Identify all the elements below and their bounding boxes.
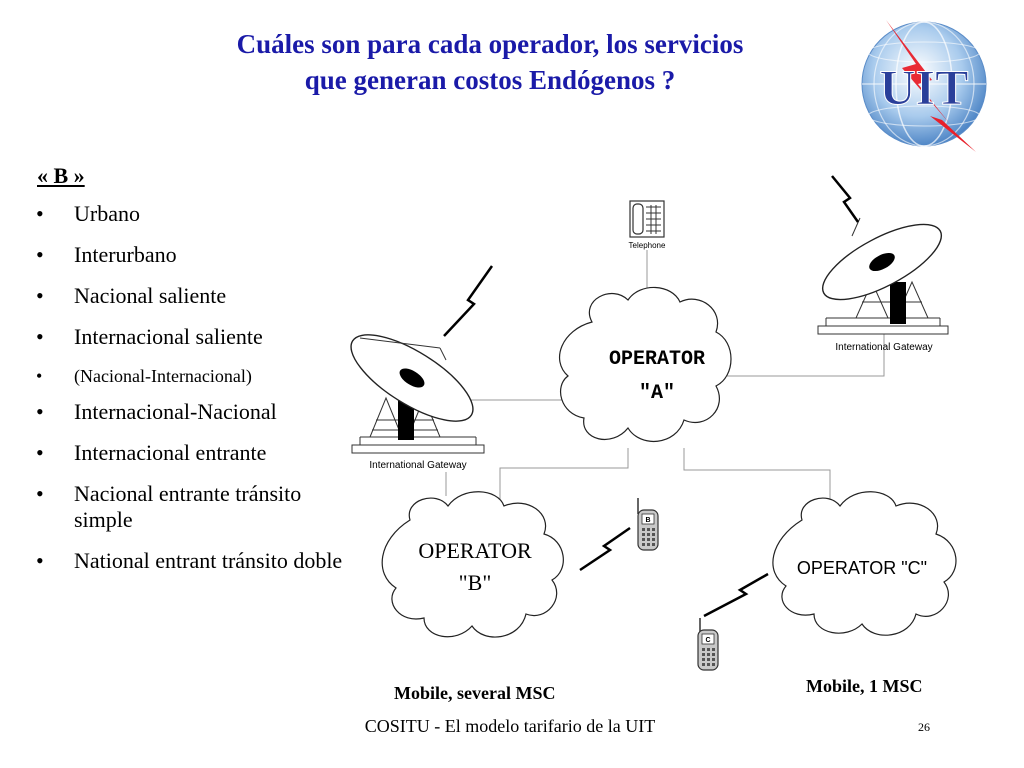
operator-b-label-line2: "B" (459, 570, 492, 595)
bullet-item: • Internacional entrante (30, 440, 350, 466)
satellite-dish-icon-right (817, 217, 949, 335)
bullet-text: (Nacional-Internacional) (74, 366, 252, 386)
bullet-dot: • (36, 283, 44, 308)
operator-a-label-line1: OPERATOR (609, 348, 705, 371)
bullet-dot: • (36, 324, 44, 349)
bullet-text: Internacional entrante (74, 440, 267, 465)
operator-b-label-line1: OPERATOR (418, 538, 532, 563)
lightning-icon-c (703, 572, 769, 618)
link-gateway-right-a (723, 333, 885, 377)
page-number: 26 (918, 720, 930, 734)
bullet-dot: • (36, 548, 44, 573)
slide-title: Cuáles son para cada operador, los servi… (120, 26, 860, 98)
bullet-item: • Interurbano (30, 242, 350, 268)
title-line-1: Cuáles son para cada operador, los servi… (236, 29, 744, 59)
telephone-icon (629, 200, 665, 238)
caption-mobile-several-msc: Mobile, several MSC (394, 683, 556, 703)
operator-c-label: OPERATOR "C" (797, 558, 927, 578)
bullet-item: • Internacional-Nacional (30, 399, 350, 425)
bullet-item: • Nacional entrante tránsito simple (30, 481, 350, 533)
phone-c-letter: C (705, 637, 710, 644)
telephone-label: Telephone (629, 241, 666, 250)
bullet-text: Nacional entrante tránsito simple (74, 481, 302, 532)
logo-text: UIT (880, 59, 969, 115)
bullet-dot: • (36, 242, 44, 267)
section-heading: « B » (37, 163, 85, 188)
lightning-icon-left (443, 265, 494, 337)
title-line-2: que generan costos Endógenos ? (304, 65, 676, 95)
bullet-item: • Internacional saliente (30, 324, 350, 350)
bullet-item: • Nacional saliente (30, 283, 350, 309)
phone-b-letter: B (645, 517, 650, 524)
bullet-text: Internacional saliente (74, 324, 263, 349)
operator-a-label-line2: "A" (639, 382, 675, 405)
bullet-dot: • (36, 440, 44, 465)
bullet-item: • (Nacional-Internacional) (30, 365, 350, 387)
bullet-item: • Urbano (30, 201, 350, 227)
link-a-b (499, 448, 629, 500)
bullet-dot: • (36, 399, 44, 424)
caption-mobile-one-msc: Mobile, 1 MSC (806, 676, 923, 696)
bullet-text: Interurbano (74, 242, 177, 267)
link-a-c (683, 448, 831, 500)
lightning-icon-b (579, 526, 631, 572)
uit-logo: UIT (861, 20, 987, 152)
bullet-item: • National entrant tránsito doble (30, 548, 350, 574)
bullet-dot: • (36, 481, 44, 506)
satellite-dish-icon-left (350, 334, 485, 454)
bullet-dot: • (36, 366, 43, 386)
mobile-phone-icon-b (637, 498, 659, 551)
bullet-dot: • (36, 201, 44, 226)
gateway-left-label: International Gateway (369, 460, 466, 471)
bullet-text: Nacional saliente (74, 283, 227, 308)
bullet-text: Internacional-Nacional (74, 399, 277, 424)
bullet-text: National entrant tránsito doble (74, 548, 343, 573)
bullet-text: Urbano (74, 201, 140, 226)
gateway-right-label: International Gateway (835, 342, 932, 353)
operator-c-cloud (772, 491, 957, 636)
slide-footer: COSITU - El modelo tarifario de la UIT (364, 716, 656, 736)
operator-b-cloud (381, 491, 564, 638)
mobile-phone-icon-c (697, 618, 719, 671)
logo-lightning-shape (886, 20, 950, 124)
lightning-icon-right (831, 175, 860, 223)
operator-a-cloud (558, 286, 732, 442)
bullet-list: • Urbano • Interurbano • Nacional saliente • In… (30, 201, 350, 589)
